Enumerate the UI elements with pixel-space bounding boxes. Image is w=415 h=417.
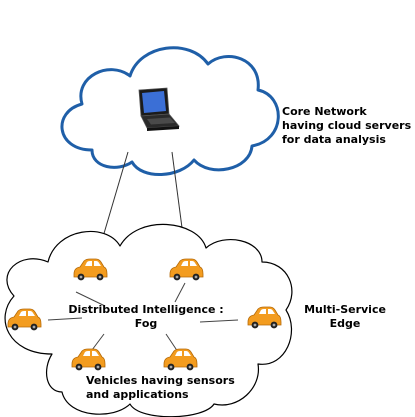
link-fog-car-right — [199, 319, 239, 323]
link-fog-car-bottom-left — [91, 333, 105, 351]
vehicles-label: Vehicles having sensors and applications — [86, 374, 235, 401]
core-network-label: Core Network having cloud servers for da… — [282, 105, 412, 146]
link-fog-car-bottom-right — [165, 333, 179, 353]
fog-label: Distributed Intelligence : Fog — [68, 303, 224, 330]
laptop-icon — [138, 87, 180, 131]
edge-label: Multi-Service Edge — [304, 303, 386, 330]
core-cloud — [60, 46, 280, 176]
link-fog-car-left — [47, 317, 83, 321]
link-fog-car-top-right — [174, 282, 186, 303]
link-fog-car-top-left — [75, 291, 106, 307]
